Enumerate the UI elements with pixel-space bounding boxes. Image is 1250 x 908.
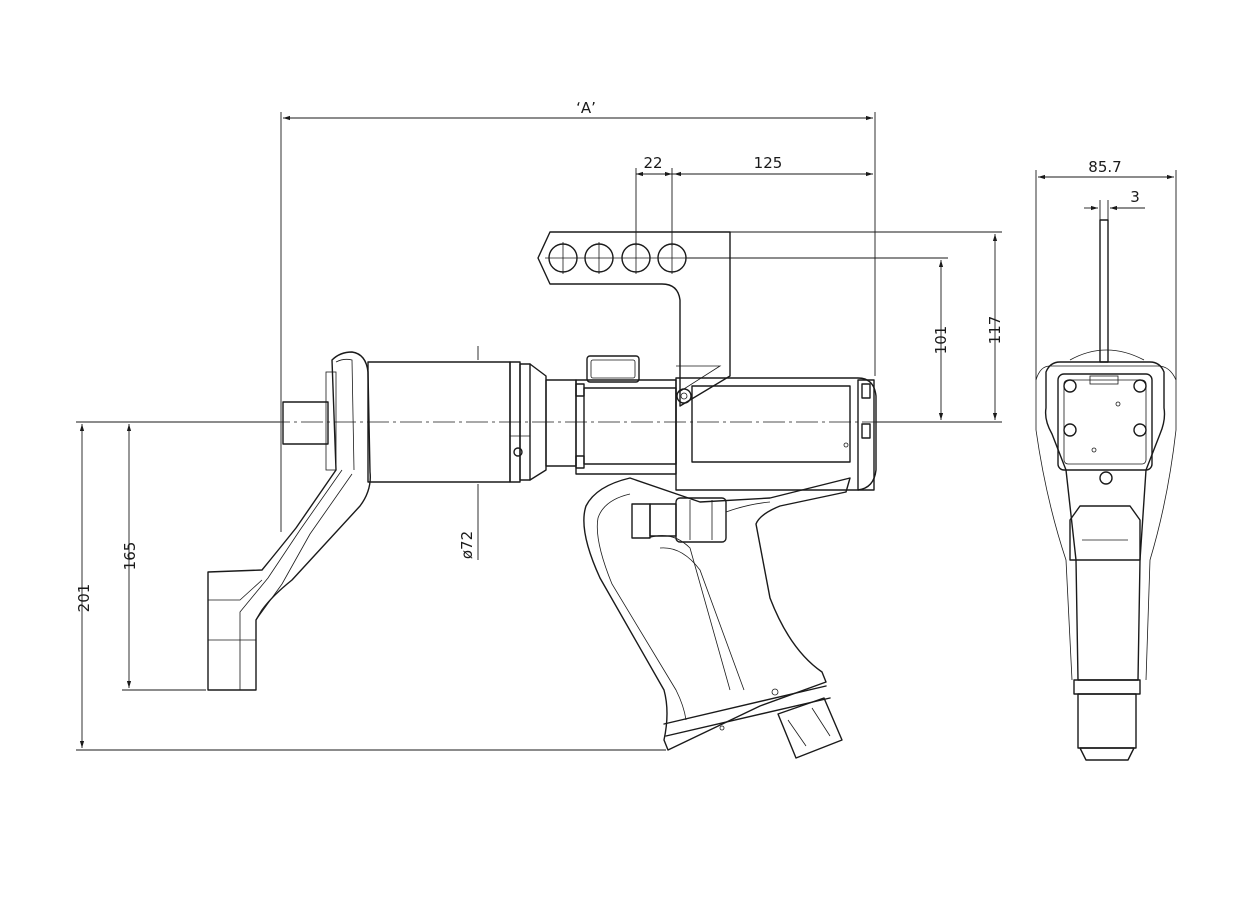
dim-diameter: ø72 [458, 531, 476, 559]
dim-overall-length: ‘A’ [576, 99, 596, 117]
dim-width-view: 85.7 [1088, 158, 1121, 176]
dim-overall-201: 201 [75, 584, 93, 613]
side-view [207, 231, 1000, 759]
dim-offset-large: 125 [754, 154, 783, 172]
dim-height-101: 101 [932, 326, 950, 355]
bracket-holes [545, 242, 695, 274]
pistol-grip [583, 477, 851, 751]
square-drive [282, 401, 329, 445]
reaction-arm [207, 351, 371, 691]
dim-reaction-165: 165 [121, 542, 139, 571]
dim-offset-small: 22 [643, 154, 662, 172]
motor-housing [545, 355, 877, 491]
end-view [1035, 219, 1177, 761]
dimensions: ‘A’ 22 125 101 117 ø72 165 201 [75, 99, 1177, 751]
dim-height-117: 117 [986, 316, 1004, 345]
air-inlet [777, 697, 843, 759]
dim-reaction-gap: 3 [1130, 188, 1140, 206]
